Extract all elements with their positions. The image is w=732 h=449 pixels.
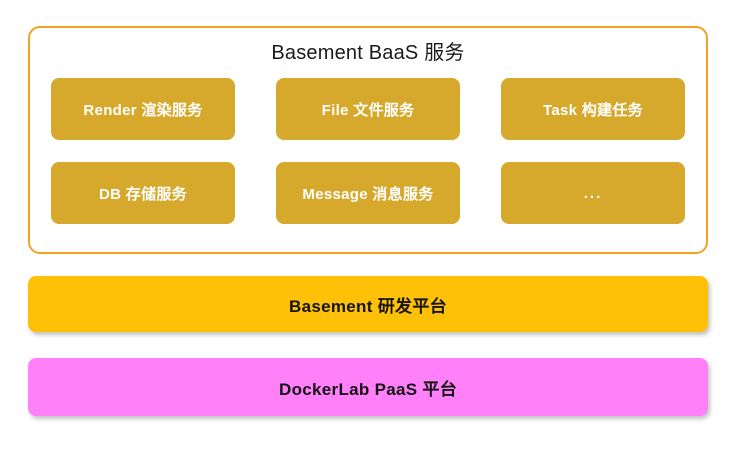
service-box-task[interactable]: Task 构建任务: [501, 78, 685, 140]
service-box-message[interactable]: Message 消息服务: [276, 162, 460, 224]
dockerlab-paas-bar[interactable]: DockerLab PaaS 平台: [28, 358, 708, 416]
service-box-file[interactable]: File 文件服务: [276, 78, 460, 140]
service-box-grid: Render 渲染服务 File 文件服务 Task 构建任务 DB 存储服务 …: [30, 68, 706, 224]
basement-platform-bar[interactable]: Basement 研发平台: [28, 276, 708, 332]
service-row-1: Render 渲染服务 File 文件服务 Task 构建任务: [51, 78, 685, 140]
service-box-db[interactable]: DB 存储服务: [51, 162, 235, 224]
baas-service-panel: Basement BaaS 服务 Render 渲染服务 File 文件服务 T…: [28, 26, 708, 254]
service-box-render[interactable]: Render 渲染服务: [51, 78, 235, 140]
service-box-more[interactable]: ...: [501, 162, 685, 224]
architecture-diagram: Basement BaaS 服务 Render 渲染服务 File 文件服务 T…: [28, 26, 708, 416]
baas-panel-title: Basement BaaS 服务: [271, 42, 465, 64]
service-row-2: DB 存储服务 Message 消息服务 ...: [51, 162, 685, 224]
